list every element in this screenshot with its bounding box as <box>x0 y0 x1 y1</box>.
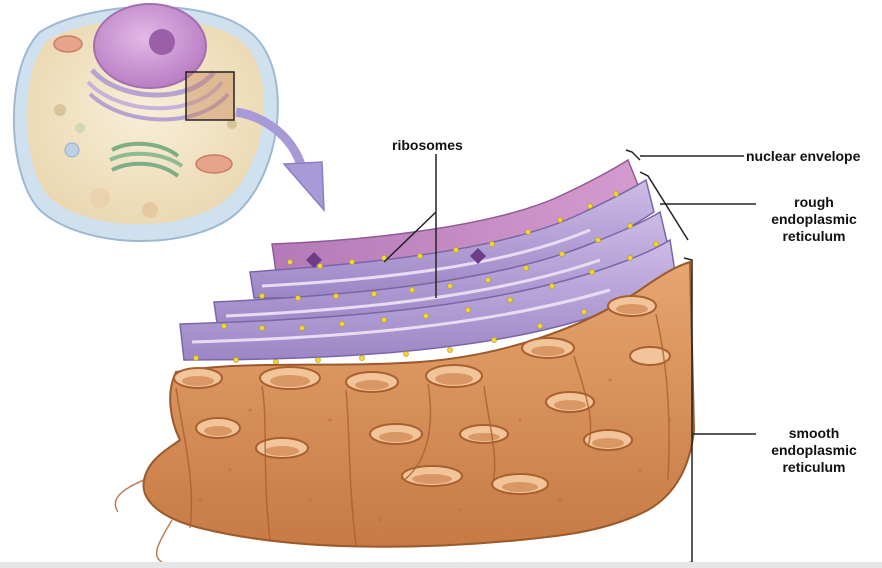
smooth-er-label-line-1: smooth <box>788 425 840 441</box>
ribosomes-label: ribosomes <box>392 137 463 153</box>
bottom-edge <box>0 562 882 568</box>
er-illustration <box>114 158 696 563</box>
smooth-er-label-line-3: reticulum <box>782 459 846 475</box>
rough-er-label-line-1: rough <box>794 194 834 210</box>
cell-overview <box>12 3 279 242</box>
zoom-box <box>185 71 235 121</box>
rough-er-stack <box>179 178 677 365</box>
rough-er-label-line-3: reticulum <box>782 228 846 244</box>
rough-er-label: rough endoplasmic reticulum <box>756 194 872 245</box>
smooth-er-mass <box>114 260 696 563</box>
zoom-arrow <box>235 107 325 213</box>
rough-er-label-line-2: endoplasmic <box>771 211 857 227</box>
smooth-er-label: smooth endoplasmic reticulum <box>756 425 872 476</box>
nuclear-envelope-label: nuclear envelope <box>744 148 863 165</box>
smooth-er-label-line-2: endoplasmic <box>771 442 857 458</box>
